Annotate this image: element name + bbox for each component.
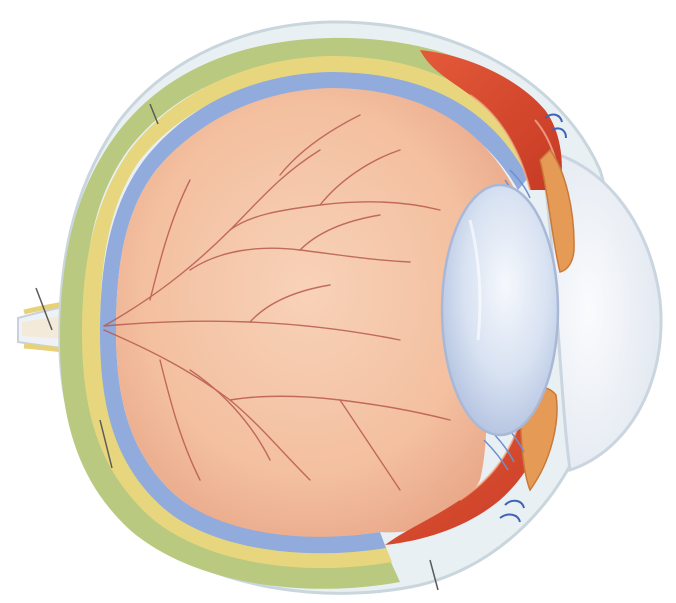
lens: [442, 185, 558, 435]
